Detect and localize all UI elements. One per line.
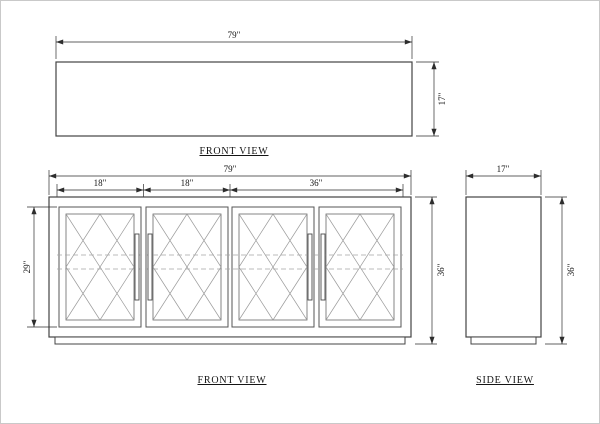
cabinet-plinth bbox=[54, 336, 406, 345]
front-view-overall-width-label: 79" bbox=[224, 164, 237, 174]
front-view-door-width-dimensions bbox=[56, 184, 404, 197]
side-view-outline bbox=[465, 196, 542, 338]
door-1-glass-hatch bbox=[65, 213, 135, 321]
side-view-depth-label: 17" bbox=[497, 164, 510, 174]
top-view-depth-dimension bbox=[416, 61, 439, 137]
door-4-glass-hatch bbox=[325, 213, 395, 321]
front-view-overall-width-dimension bbox=[48, 170, 412, 195]
door-4-handle bbox=[320, 233, 326, 301]
top-view-depth-label: 17" bbox=[437, 92, 447, 105]
side-view-plinth bbox=[470, 336, 537, 345]
side-view: 17" 36" SIDE VIEW bbox=[465, 164, 576, 386]
door-3-glass-hatch bbox=[238, 213, 308, 321]
front-view-door1-width-label: 18" bbox=[94, 178, 107, 188]
top-view-caption: FRONT VIEW bbox=[199, 146, 268, 157]
top-view-width-dimension bbox=[55, 36, 413, 59]
door-1-handle bbox=[134, 233, 140, 301]
door-2-glass-hatch bbox=[152, 213, 222, 321]
door-3-handle bbox=[307, 233, 313, 301]
shelf-hidden-lines bbox=[57, 254, 403, 270]
front-view-door-height-label: 29" bbox=[22, 260, 32, 273]
side-view-caption: SIDE VIEW bbox=[476, 375, 534, 386]
top-view-outline bbox=[55, 61, 413, 137]
front-view: 79" 18" 18" 36" bbox=[22, 164, 446, 386]
top-view-width-label: 79" bbox=[228, 30, 241, 40]
front-view-doors34-width-label: 36" bbox=[310, 178, 323, 188]
side-view-depth-dimension bbox=[465, 170, 542, 195]
front-view-overall-height-label: 36" bbox=[436, 263, 446, 276]
side-view-height-dimension bbox=[545, 196, 567, 345]
front-view-door2-width-label: 18" bbox=[181, 178, 194, 188]
door-2-handle bbox=[147, 233, 153, 301]
side-view-height-label: 36" bbox=[566, 263, 576, 276]
front-view-caption: FRONT VIEW bbox=[197, 375, 266, 386]
front-view-overall-height-dimension bbox=[415, 196, 437, 345]
front-view-door-height-dimension bbox=[27, 206, 57, 328]
top-view: 79" 17" FRONT VIEW bbox=[55, 30, 447, 157]
